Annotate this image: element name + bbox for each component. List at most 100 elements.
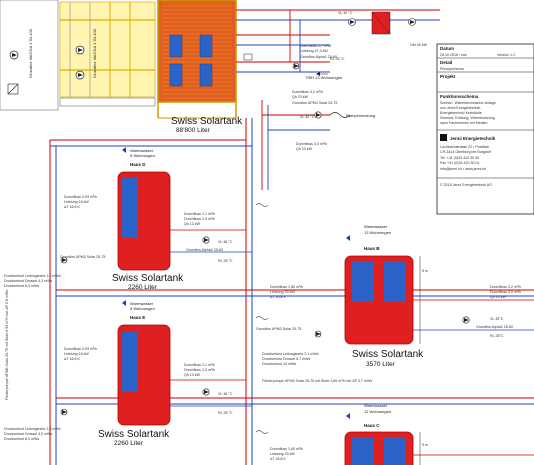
haus-b-tank-name: Swiss Solartank xyxy=(352,349,424,360)
haus-d-ww-units: 5 Wohnungen xyxy=(130,153,155,158)
funktion-line-3: Energietechnik/ Kreisläufe xyxy=(440,111,482,115)
datum-label: Datum xyxy=(440,46,454,51)
ramp-label: Rampenheizung xyxy=(346,113,375,118)
haus-b-rl: RL 28°C xyxy=(490,334,504,338)
haus-e-flow: Durchfluss 0,93 m³/h xyxy=(64,347,97,351)
main-tank: Swiss Solartank 88'800 Liter xyxy=(157,0,243,134)
haus-b-ww-title: Warmwasser xyxy=(364,224,388,229)
haus-b-power: Leistung 33 kW xyxy=(270,290,295,294)
ramp-pump: Grundfos UPM3 Solar 25-75 xyxy=(292,101,337,105)
haus-c-group: Warmwasser 12 Wohnungen Haus C 5 m Durch… xyxy=(270,403,534,465)
ramp-flow: Durchfluss 3,2 m³/h xyxy=(292,90,323,94)
haus-b-q: Qh 23 kW xyxy=(490,295,507,299)
shower-icon xyxy=(346,235,350,241)
haus-e-ww-units: 5 Wohnungen xyxy=(130,306,155,311)
haus-b-press-2: Druckverlust Drossel 5,7 mWs xyxy=(262,357,311,361)
vl-30-label: VL 30 °C xyxy=(338,11,353,15)
company-fax: Fax +41 (0)34 420 30 01 xyxy=(440,161,479,165)
haus-e-group: Warmwasser 5 Wohnungen Haus E Swiss Sola… xyxy=(4,300,252,447)
haus-d-press-3: Druckverlust 8,3 mWs xyxy=(4,284,39,288)
company-web: info@jenni.ch • www.jenni.ch xyxy=(440,167,486,171)
haus-c-dt: ΔT 16,8 K xyxy=(270,457,287,461)
haus-d-pump: Grundfos UPM3 Solar 25-75 xyxy=(60,255,105,259)
main-tank-volume: 88'800 Liter xyxy=(176,127,211,134)
fbh-label: FBH 13 Wohnungen xyxy=(306,75,342,80)
datum-value: 25.10.2018 / mw xyxy=(440,53,467,57)
projekt-label: Projekt xyxy=(440,74,456,79)
pump-label-2: Grundfos MAGNA 1 50-100 xyxy=(92,28,97,78)
haus-b-flow: Durchfluss 1,65 m³/h xyxy=(270,285,303,289)
left-pump-note: Förderpumpe UPM3 Solar 25-75 mit Stufe 0… xyxy=(5,290,9,400)
title-block: Datum 25.10.2018 / mw Version 1.2 Detail… xyxy=(436,43,534,215)
haus-e-press-2: Druckverlust Drossel 3,0 mWs xyxy=(4,432,53,436)
haus-d-flow: Durchfluss 0,93 m³/h xyxy=(64,195,97,199)
haus-e-press-1: Druckverlust Leitungsnetz 2,3 mWs xyxy=(4,427,61,431)
haus-b-dim: 5 m xyxy=(422,269,428,273)
haus-d-flow-3: Durchfluss 2,5 m³/h xyxy=(184,217,215,221)
top-left-pump-group: Grundfos MAGNA 1 50-100 Grundfos MAGNA 1… xyxy=(0,0,156,111)
haus-e-power: Leistung 18 kW xyxy=(64,352,89,356)
haus-e-vl: VL 38 °C xyxy=(218,392,233,396)
haus-d-flow-2: Durchfluss 2,1 m³/h xyxy=(184,212,215,216)
haus-b-label: Haus B xyxy=(364,246,380,251)
haus-d-label: Haus D xyxy=(130,162,146,167)
company-tel: Tel. +41 (0)34 420 30 00 xyxy=(440,156,479,160)
shower-icon xyxy=(346,413,350,419)
haus-c-dim: 5 m xyxy=(422,443,428,447)
haus-d-tank-name: Swiss Solartank xyxy=(112,273,184,284)
vl-40: VL 40 °C xyxy=(300,115,315,119)
funktion-line-2: von Jenni Energietechnik, xyxy=(440,106,481,110)
haus-e-press-3: Druckverlust 8,3 mWs xyxy=(4,437,39,441)
haus-d-vl: VL 38 °C xyxy=(218,240,233,244)
pump-label-1: Grundfos MAGNA 1 50-100 xyxy=(28,28,33,78)
rl-28-top: RL 28 °C xyxy=(330,57,345,61)
haus-e-label: Haus E xyxy=(130,315,145,320)
haus-c-label: Haus C xyxy=(364,423,380,428)
ramp-q: Qh 23 kW xyxy=(292,95,309,99)
ramp-q-2: Qh 23 kW xyxy=(296,147,313,151)
haus-c-ww-units: 12 Wohnungen xyxy=(364,409,391,414)
haus-d-dt: ΔT 16,6 K xyxy=(64,205,81,209)
haus-b-ww-units: 13 Wohnungen xyxy=(364,230,391,235)
haus-b-flow-3: Durchfluss 3,0 m³/h xyxy=(490,290,521,294)
company-addr-1: Lochbachstrasse 22 • Postfach xyxy=(440,145,489,149)
company-addr-2: CH-3414 Oberburg bei Burgdorf xyxy=(440,150,491,154)
funktion-line-4: Schema, Kühlung, Wärmenutzung xyxy=(440,116,495,120)
distribution-pipes xyxy=(49,118,534,465)
haus-d-press-1: Druckverlust Leitungsnetz 1,0 mWs xyxy=(4,274,61,278)
gm-label: GM 40 kW xyxy=(410,43,428,47)
fbh-power: Leistung 47,3 kW xyxy=(300,49,328,53)
detail-value: Prinzipschema xyxy=(440,67,464,71)
shower-icon xyxy=(122,147,126,153)
haus-d-press-2: Druckverlust Drossel 4,3 mWs xyxy=(4,279,53,283)
main-tank-name: Swiss Solartank xyxy=(171,116,243,127)
haus-b-press-1: Druckverlust Leitungsnetz 2,1 mWs xyxy=(262,352,319,356)
haus-e-ww-title: Warmwasser xyxy=(130,301,154,306)
haus-d-tank-volume: 2260 Liter xyxy=(128,284,158,291)
detail-label: Detail xyxy=(440,60,452,65)
version-value: Version 1.2 xyxy=(497,53,515,57)
top-right-piping: GM 40 kW VL 30 °C Durchfluss 1,7 m³/h Le… xyxy=(236,9,440,80)
shower-icon xyxy=(122,300,126,306)
company-name: Jenni Energietechnik xyxy=(450,136,496,141)
haus-e-flow-3: Durchfluss 2,5 m³/h xyxy=(184,368,215,372)
haus-e-rl: RL 28 °C xyxy=(218,411,233,415)
haus-d-alpha: Grundfos Alpha2 25-60 xyxy=(186,248,223,252)
company-logo-icon xyxy=(440,134,447,141)
haus-e-dt: ΔT 16,6 K xyxy=(64,357,81,361)
fbh-flow: Durchfluss 1,7 m³/h xyxy=(300,44,331,48)
copyright: © 2018 Jenni Energietechnik AG xyxy=(440,183,492,187)
haus-b-press-3: Druckverlust 10 mWs xyxy=(262,362,296,366)
alpha-label-top: Grundfos Alpha2 25-60 xyxy=(300,55,337,59)
haus-e-tank-name: Swiss Solartank xyxy=(98,429,170,440)
funktion-line-1: Sonnen- Wärmetechnische-Anlage xyxy=(440,101,496,105)
ramp-circuit: Grundfos UPM3 Solar 25-75 Durchfluss 3,2… xyxy=(261,90,375,190)
haus-b-dt: ΔT 16,8 K xyxy=(270,295,287,299)
haus-b-vl: VL 35°C xyxy=(490,317,504,321)
haus-e-q: Qh 13 kW xyxy=(184,373,201,377)
haus-e-tank-volume: 2260 Liter xyxy=(114,440,144,447)
haus-b-pump-note: Förderpumpe UPM3 Solar 25-75 mit Stufe 1… xyxy=(262,379,372,383)
haus-b-pump: Grundfos UPM3 Solar 25-75 xyxy=(256,327,301,331)
